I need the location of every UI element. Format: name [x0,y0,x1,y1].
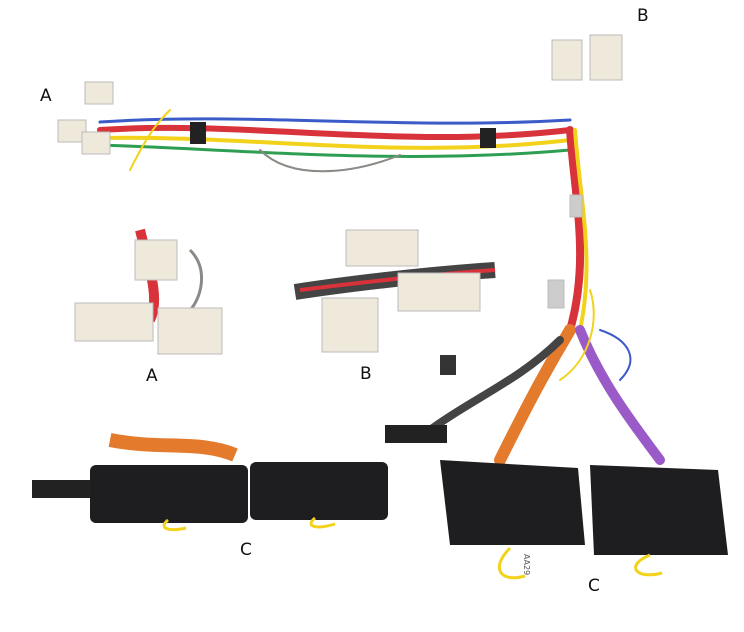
main-modules-c [440,460,728,580]
label-c-main: C [588,576,600,596]
detail-b [293,229,496,353]
label-a-main: A [40,86,52,106]
detail-a [74,228,223,355]
label-c-detail: C [240,540,252,560]
black-connector [385,425,447,443]
main-harness [97,109,665,466]
label-a-detail: A [146,366,158,386]
label-b-detail: B [360,364,372,384]
connectors-a-main [57,81,114,155]
module-tag: AA29 [522,553,532,576]
connectors-b-main [547,34,623,309]
detail-c [32,433,388,532]
label-b-main: B [637,6,649,26]
